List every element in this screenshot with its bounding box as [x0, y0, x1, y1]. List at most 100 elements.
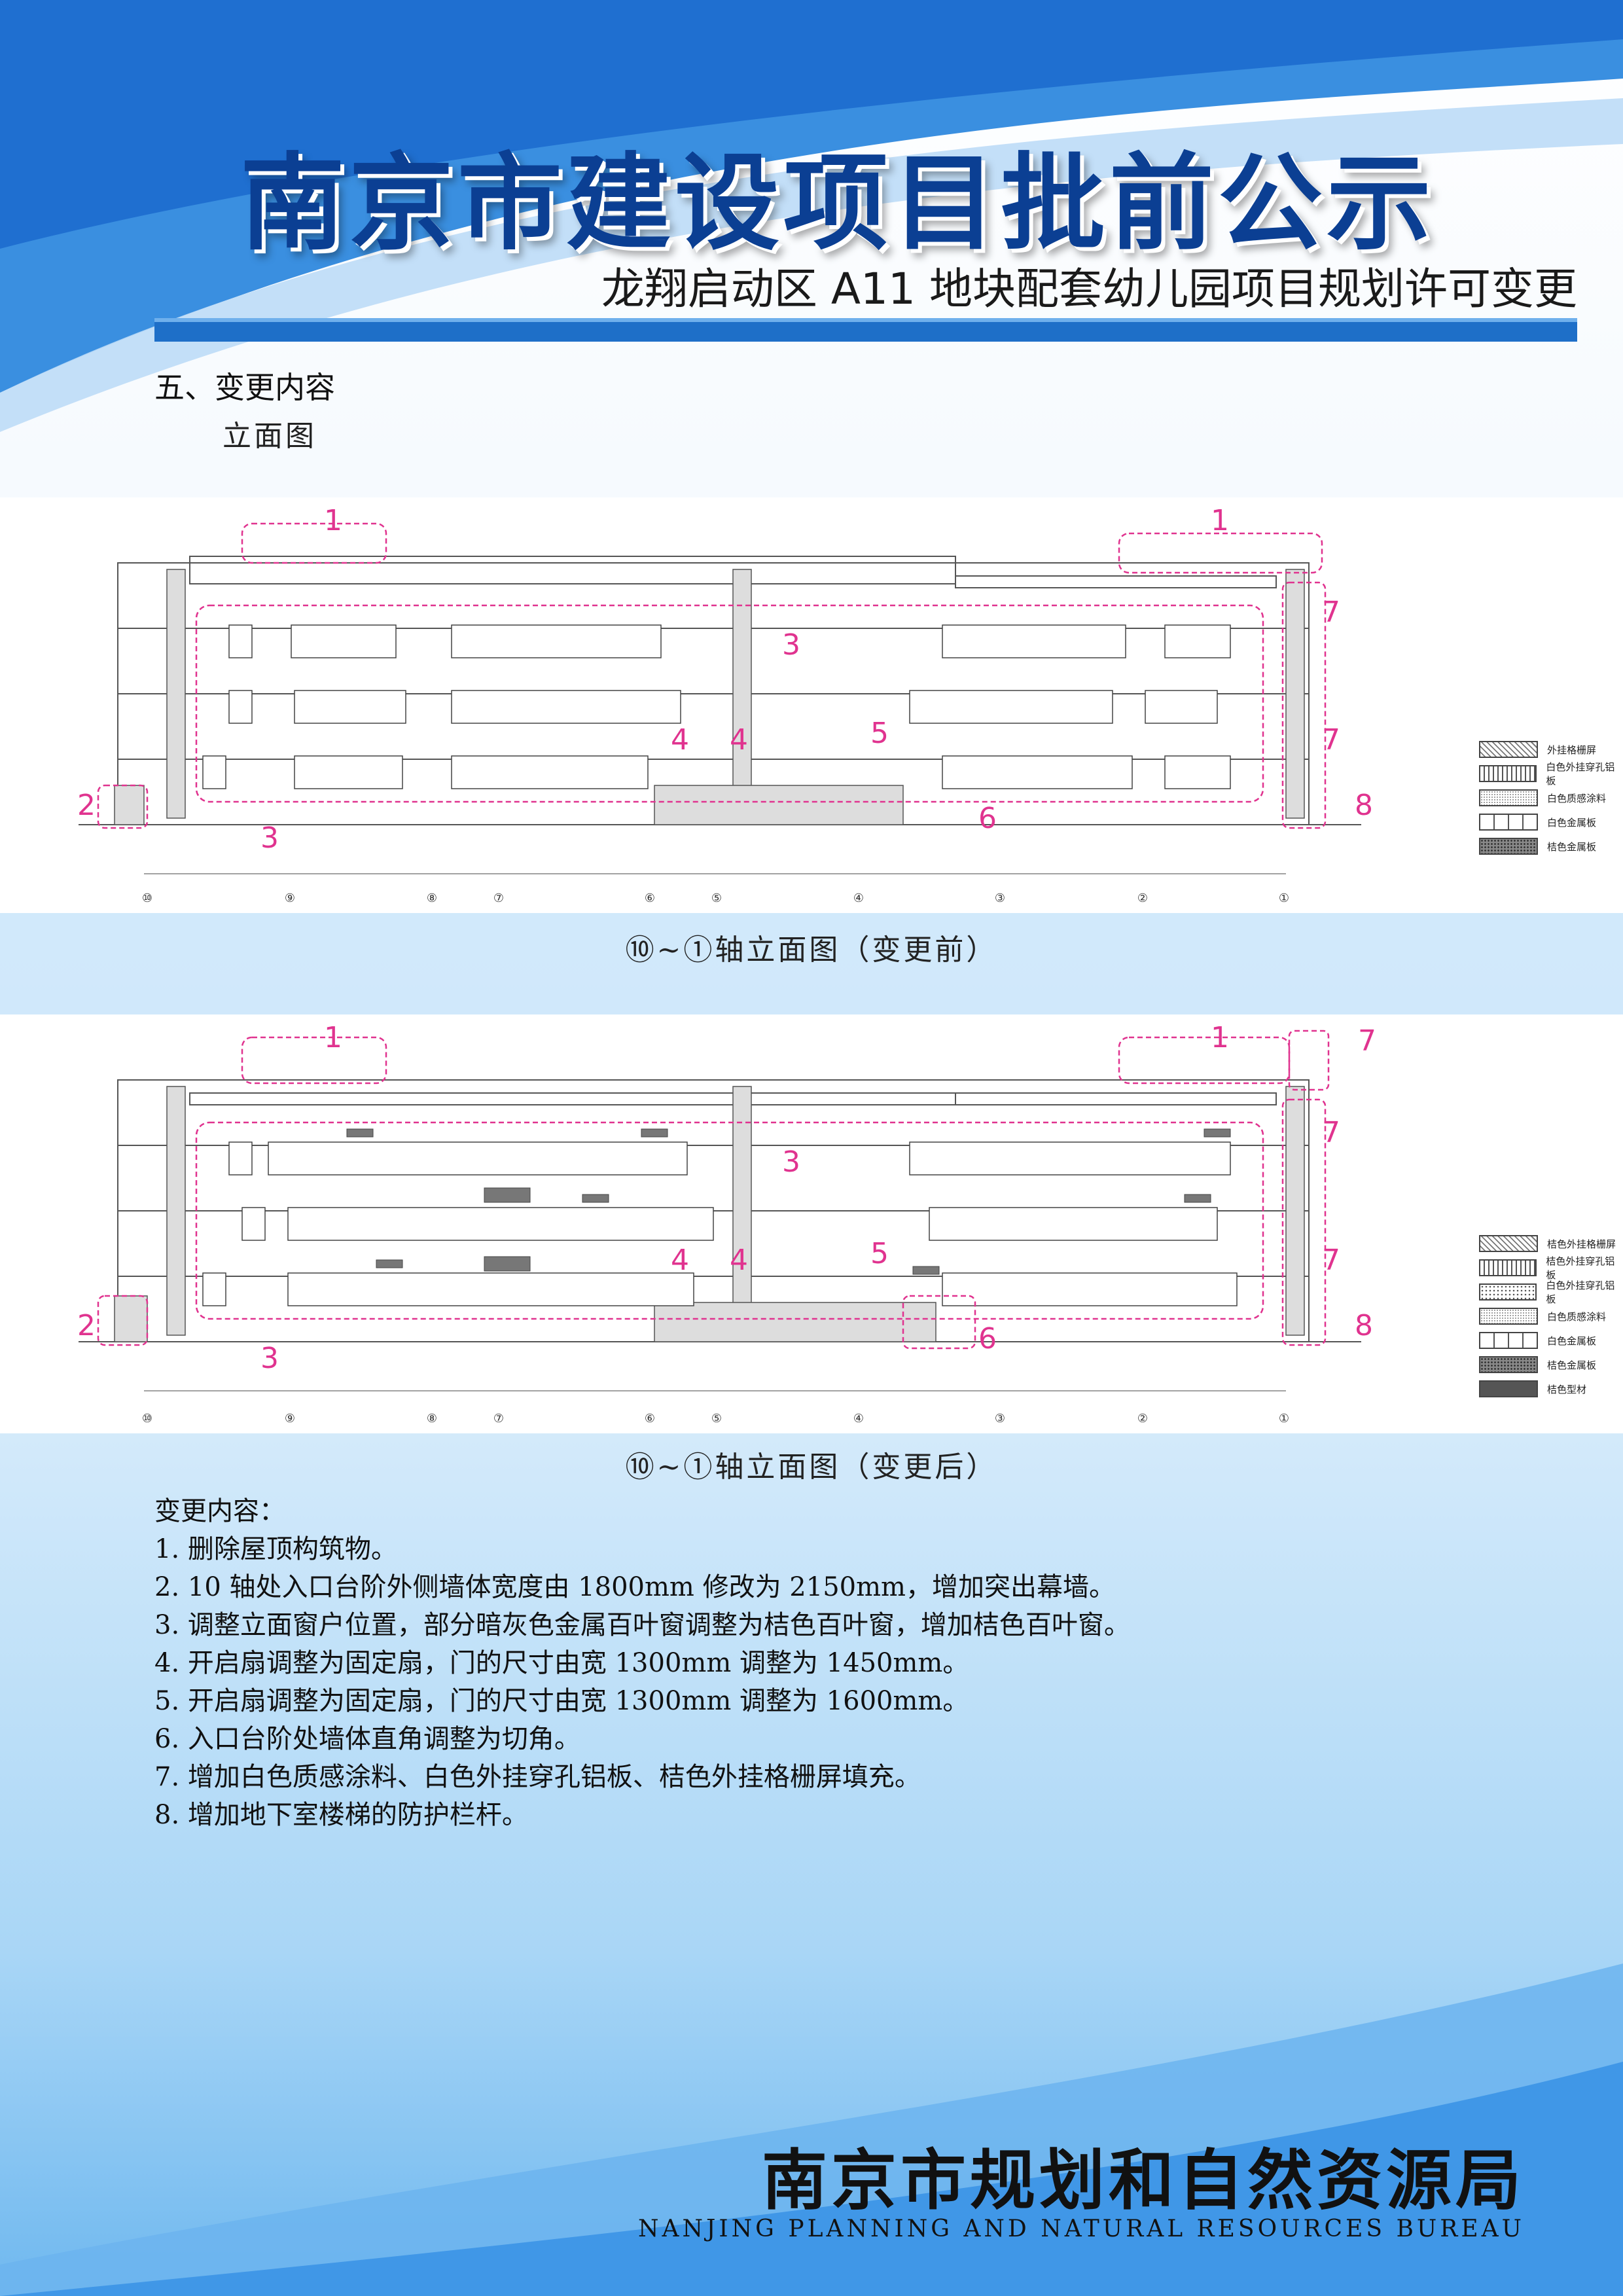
change-marker: 7 — [1322, 1244, 1340, 1277]
change-marker: 4 — [671, 1244, 689, 1277]
axis-label: ① — [1279, 1412, 1289, 1426]
legend-item: 白色质感涂料 — [1479, 1306, 1623, 1326]
change-marker: 1 — [1211, 504, 1229, 537]
change-marker: 4 — [671, 723, 689, 757]
section-subheading: 立面图 — [223, 420, 317, 453]
change-marker: 7 — [1322, 596, 1340, 629]
change-marker: 8 — [1355, 1309, 1373, 1342]
legend-swatch — [1479, 1283, 1537, 1300]
change-item: 4. 开启扇调整为固定扇，门的尺寸由宽 1300mm 调整为 1450mm。 — [154, 1648, 969, 1678]
legend-swatch — [1479, 838, 1538, 855]
axis-label: ⑩ — [142, 891, 152, 905]
legend-item: 桔色外挂格栅屏 — [1479, 1234, 1623, 1253]
legend-before: 外挂格栅屏 白色外挂穿孔铝板 白色质感涂料 白色金属板 桔色金属板 — [1479, 740, 1623, 861]
change-marker: 7 — [1358, 1024, 1376, 1058]
title-divider — [154, 322, 1577, 342]
change-item: 7. 增加白色质感涂料、白色外挂穿孔铝板、桔色外挂格栅屏填充。 — [154, 1762, 921, 1792]
legend-item: 白色质感涂料 — [1479, 788, 1623, 808]
page-title: 南京市建设项目批前公示 — [240, 141, 1435, 264]
axis-label: ② — [1137, 1412, 1148, 1426]
axis-label: ⑨ — [285, 891, 295, 905]
change-marker: 6 — [978, 1322, 997, 1355]
axis-label: ④ — [853, 1412, 864, 1426]
legend-swatch — [1479, 1308, 1538, 1325]
change-marker: 6 — [978, 802, 997, 835]
legend-label: 白色质感涂料 — [1547, 1310, 1607, 1323]
legend-item: 桔色型材 — [1479, 1379, 1623, 1399]
axis-label: ④ — [853, 891, 864, 905]
axis-label: ⑦ — [493, 1412, 504, 1426]
change-marker: 3 — [782, 1145, 800, 1179]
legend-item: 桔色金属板 — [1479, 1355, 1623, 1374]
change-marker: 3 — [782, 628, 800, 662]
axis-label: ③ — [995, 1412, 1005, 1426]
change-marker: 1 — [1211, 1021, 1229, 1054]
legend-swatch — [1479, 1259, 1537, 1276]
change-item: 8. 增加地下室楼梯的防护栏杆。 — [154, 1800, 528, 1830]
change-item: 1. 删除屋顶构筑物。 — [154, 1534, 397, 1564]
legend-item: 外挂格栅屏 — [1479, 740, 1623, 759]
legend-swatch — [1479, 1332, 1538, 1349]
change-marker: 2 — [77, 1309, 96, 1342]
axis-label: ③ — [995, 891, 1005, 905]
legend-item: 白色金属板 — [1479, 1331, 1623, 1350]
change-marker: 7 — [1322, 1116, 1340, 1149]
elevation-svg-after: ⑩ ⑨ ⑧ ⑦ ⑥ ⑤ ④ ③ ② ① 1 1 2 3 3 4 4 5 6 7 … — [77, 1021, 1376, 1426]
legend-swatch — [1479, 1235, 1538, 1252]
legend-item: 桔色外挂穿孔铝板 — [1479, 1255, 1623, 1281]
legend-label: 白色质感涂料 — [1547, 792, 1607, 804]
change-marker: 2 — [77, 789, 96, 822]
elevation-svg-before: ⑩ ⑨ ⑧ ⑦ ⑥ ⑤ ④ ③ ② ① 1 1 2 3 3 4 4 5 6 7 … — [77, 504, 1373, 905]
change-marker: 3 — [260, 1342, 279, 1375]
legend-swatch — [1479, 1356, 1538, 1373]
axis-label: ⑥ — [645, 891, 655, 905]
change-marker: 4 — [730, 1244, 748, 1277]
elevation-drawing-before: ⑩ ⑨ ⑧ ⑦ ⑥ ⑤ ④ ③ ② ① 1 1 2 3 3 4 4 5 6 7 … — [0, 497, 1623, 913]
change-marker: 3 — [260, 821, 279, 855]
caption-band-before — [0, 913, 1623, 1014]
section-heading: 五、变更内容 — [154, 370, 335, 405]
legend-label: 桔色金属板 — [1547, 1359, 1597, 1371]
legend-after: 桔色外挂格栅屏 桔色外挂穿孔铝板 白色外挂穿孔铝板 白色质感涂料 白色金属板 桔… — [1479, 1234, 1623, 1403]
change-item: 3. 调整立面窗户位置，部分暗灰色金属百叶窗调整为桔色百叶窗，增加桔色百叶窗。 — [154, 1610, 1130, 1640]
elevation-drawing-after: ⑩ ⑨ ⑧ ⑦ ⑥ ⑤ ④ ③ ② ① 1 1 2 3 3 4 4 5 6 7 … — [0, 1014, 1623, 1433]
legend-label: 白色金属板 — [1547, 816, 1597, 829]
legend-swatch — [1479, 789, 1538, 806]
legend-swatch — [1479, 814, 1538, 831]
project-subtitle: 龙翔启动区 A11 地块配套幼儿园项目规划许可变更 — [601, 264, 1577, 314]
change-marker: 4 — [730, 723, 748, 757]
axis-label: ⑧ — [427, 891, 437, 905]
change-item: 6. 入口台阶处墙体直角调整为切角。 — [154, 1724, 580, 1754]
change-item: 2. 10 轴处入口台阶外侧墙体宽度由 1800mm 修改为 2150mm，增加… — [154, 1572, 1115, 1602]
change-marker: 7 — [1322, 723, 1340, 757]
axis-label: ⑩ — [142, 1412, 152, 1426]
axis-label: ⑤ — [711, 891, 722, 905]
legend-label: 白色外挂穿孔铝板 — [1546, 761, 1615, 787]
legend-swatch — [1479, 765, 1537, 782]
legend-label: 桔色金属板 — [1547, 840, 1597, 853]
legend-item: 白色金属板 — [1479, 812, 1623, 832]
axis-label: ⑦ — [493, 891, 504, 905]
axis-label: ⑧ — [427, 1412, 437, 1426]
legend-item: 白色外挂穿孔铝板 — [1479, 761, 1623, 787]
axis-label: ⑥ — [645, 1412, 655, 1426]
axis-label: ① — [1279, 891, 1289, 905]
elevation-caption-after: ⑩~①轴立面图（变更后） — [625, 1450, 998, 1484]
change-marker: 5 — [870, 1237, 889, 1270]
title-divider-highlight — [154, 318, 1577, 322]
change-list-title: 变更内容： — [154, 1496, 285, 1526]
legend-swatch — [1479, 741, 1538, 758]
axis-label: ② — [1137, 891, 1148, 905]
change-marker: 5 — [870, 717, 889, 750]
axis-label: ⑤ — [711, 1412, 722, 1426]
axis-label: ⑨ — [285, 1412, 295, 1426]
legend-swatch — [1479, 1380, 1538, 1397]
issuer-name-en: NANJING PLANNING AND NATURAL RESOURCES B… — [638, 2215, 1525, 2242]
legend-label: 桔色外挂格栅屏 — [1547, 1238, 1616, 1250]
change-item: 5. 开启扇调整为固定扇，门的尺寸由宽 1300mm 调整为 1600mm。 — [154, 1686, 969, 1716]
legend-item: 白色外挂穿孔铝板 — [1479, 1280, 1623, 1305]
legend-label: 桔色型材 — [1547, 1383, 1587, 1395]
change-marker: 1 — [324, 504, 342, 537]
change-marker: 1 — [324, 1021, 342, 1054]
